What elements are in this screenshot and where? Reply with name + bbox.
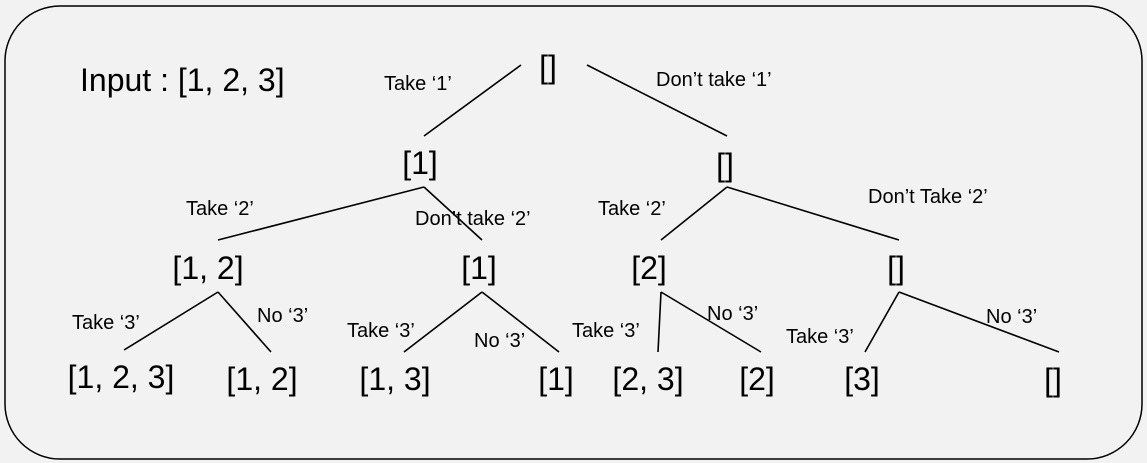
label-a-take3: Take ‘3’ — [72, 312, 140, 334]
label-take1: Take ‘1’ — [384, 73, 452, 95]
input-label: Input : [1, 2, 3] — [80, 62, 285, 98]
leaf-1-2-3: [1, 2, 3] — [68, 359, 175, 395]
node-t1-skip2: [1] — [461, 250, 497, 286]
edge-skip1-take2 — [660, 186, 728, 241]
edge-12-no3 — [217, 291, 272, 353]
node-root: [] — [539, 49, 557, 85]
edge-empty-no3 — [898, 291, 1060, 353]
edge-root-take1 — [423, 64, 522, 137]
edge-1-no3 — [481, 291, 560, 353]
leaf-empty: [] — [1044, 362, 1062, 398]
node-s1-skip2: [] — [887, 250, 905, 286]
edge-2-no3 — [660, 291, 762, 353]
label-a-no3: No ‘3’ — [257, 305, 308, 327]
node-skip1: [] — [716, 147, 734, 183]
edge-empty-take3 — [864, 291, 900, 353]
label-b-take3: Take ‘3’ — [347, 320, 415, 342]
edge-take1-skip2 — [423, 186, 483, 241]
node-t1-take2: [1, 2] — [172, 250, 243, 286]
label-b-no3: No ‘3’ — [474, 330, 525, 352]
node-s1-take2: [2] — [631, 250, 667, 286]
label-dont-take1: Don’t take ‘1’ — [656, 69, 772, 91]
label-c-take3: Take ‘3’ — [572, 320, 640, 342]
leaf-1-3: [1, 3] — [359, 361, 430, 397]
diagram-frame — [4, 5, 1143, 460]
label-b-take2: Take ‘2’ — [598, 198, 666, 220]
label-a-dont-take2: Don’t take ‘2’ — [415, 208, 531, 230]
edge-12-take3 — [123, 291, 219, 351]
leaf-3: [3] — [844, 361, 880, 397]
leaf-1-2: [1, 2] — [226, 361, 297, 397]
edge-take1-take2 — [217, 186, 425, 241]
label-a-take2: Take ‘2’ — [186, 198, 254, 220]
leaf-2-3: [2, 3] — [612, 361, 683, 397]
label-d-take3: Take ‘3’ — [786, 326, 854, 348]
label-c-no3: No ‘3’ — [707, 303, 758, 325]
label-d-no3: No ‘3’ — [986, 306, 1037, 328]
node-take1: [1] — [402, 145, 438, 181]
leaf-1: [1] — [538, 361, 574, 397]
edge-root-skip1 — [586, 64, 728, 137]
edge-skip1-skip2 — [726, 186, 900, 241]
label-b-dont-take2: Don’t Take ‘2’ — [868, 186, 988, 208]
edge-1-take3 — [403, 291, 483, 353]
edge-2-take3 — [657, 291, 662, 353]
leaf-2: [2] — [739, 361, 775, 397]
